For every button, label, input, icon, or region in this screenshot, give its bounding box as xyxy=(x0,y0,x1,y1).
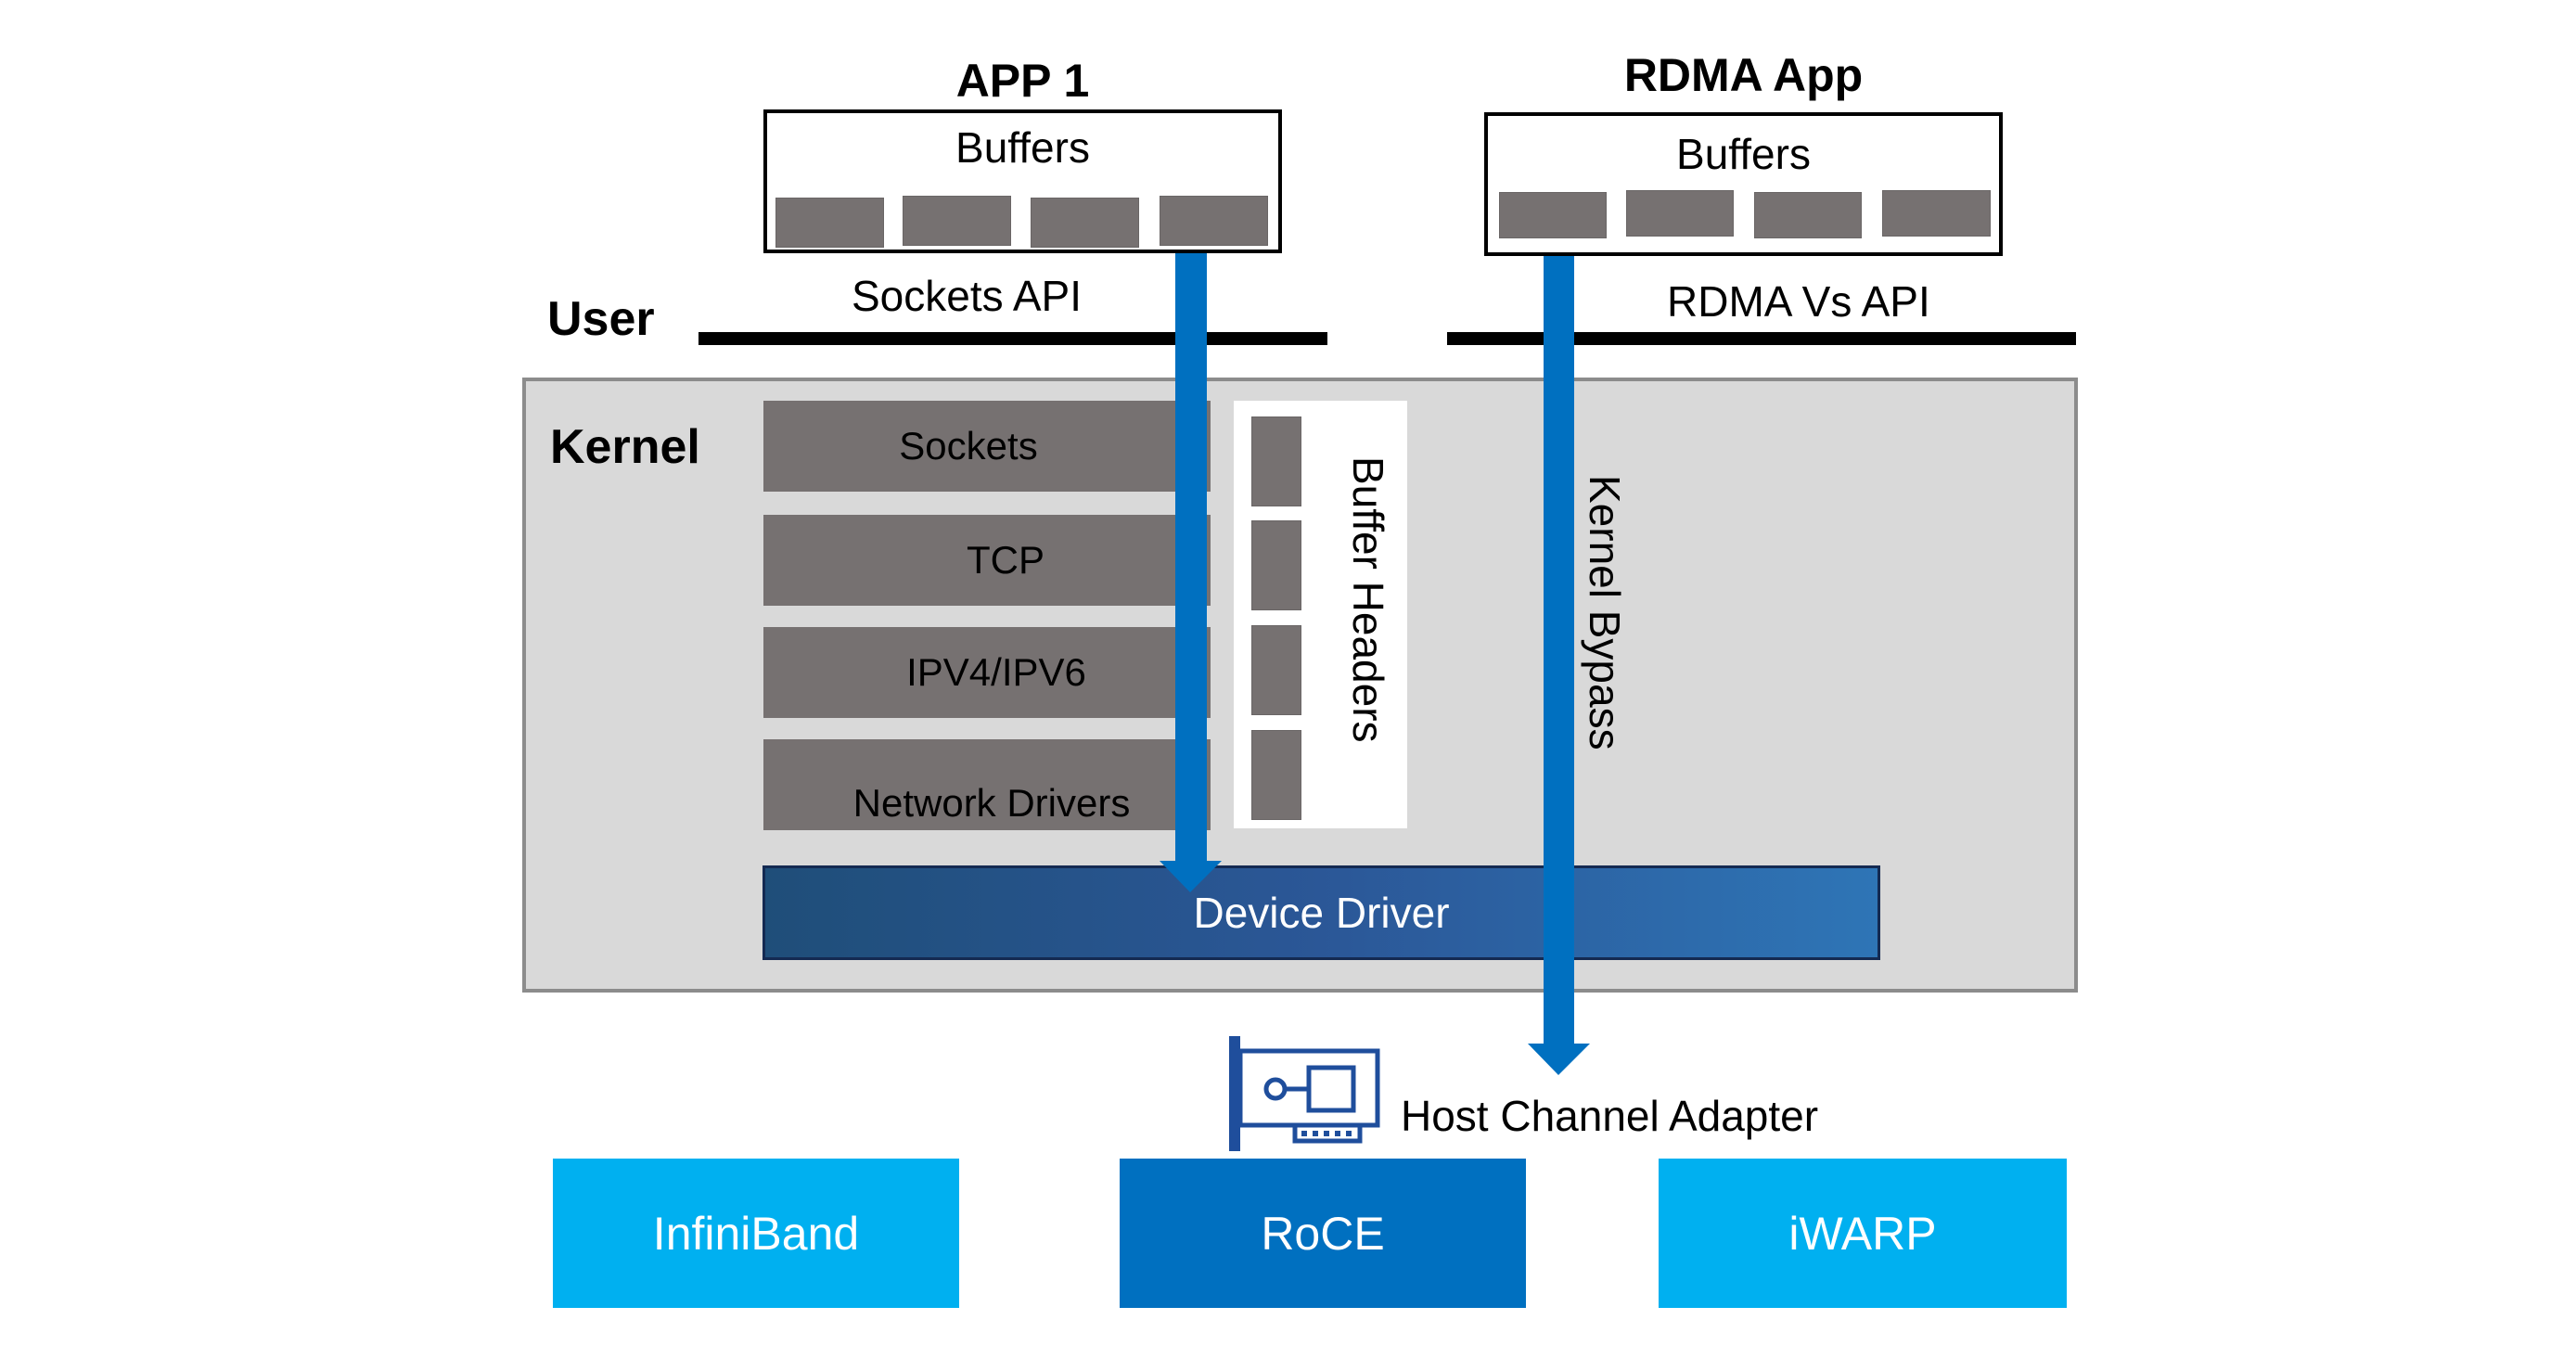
sockets-api-label: Sockets API xyxy=(852,272,1083,320)
rdma-buffer-block xyxy=(1626,190,1734,237)
rdma-api-label: RDMA Vs API xyxy=(1667,277,1930,326)
sockets-arrow-head xyxy=(1160,861,1222,892)
device-driver-bar: Device Driver xyxy=(763,865,1880,960)
tech-roce: RoCE xyxy=(1120,1159,1526,1308)
kernel-bypass-label: Kernel Bypass xyxy=(1581,475,1629,750)
buffer-headers-label: Buffer Headers xyxy=(1344,456,1392,743)
rdma-buffers-label: Buffers xyxy=(1676,130,1811,178)
layer-sockets: Sockets xyxy=(763,401,1211,492)
app1-buffer-block xyxy=(1160,196,1268,246)
kernel-label: Kernel xyxy=(550,420,700,474)
app1-buffers-label: Buffers xyxy=(955,123,1090,172)
user-label: User xyxy=(547,292,655,346)
nic-card-icon xyxy=(1229,1036,1380,1151)
buffer-header-block xyxy=(1251,520,1301,610)
rdma-app-title: RDMA App xyxy=(1623,49,1864,101)
kernel-bypass-arrow xyxy=(1528,256,1590,1075)
rdma-buffer-block xyxy=(1882,190,1991,237)
sockets-arrow-shaft xyxy=(1175,253,1207,863)
tech-infiniband: InfiniBand xyxy=(553,1159,959,1308)
buffer-headers-box: Buffer Headers xyxy=(1234,401,1407,828)
hca-label: Host Channel Adapter xyxy=(1401,1092,1819,1140)
layer-sockets-label: Sockets xyxy=(899,424,1038,468)
layer-ip: IPV4/IPV6 xyxy=(763,627,1211,718)
layer-tcp: TCP xyxy=(763,515,1211,606)
layer-network-drivers: Network Drivers xyxy=(763,739,1211,830)
buffer-header-block xyxy=(1251,416,1301,506)
sockets-path-arrow xyxy=(1160,253,1222,892)
user-kernel-boundary-right xyxy=(1447,332,2076,345)
app1-buffers-box: Buffers xyxy=(763,109,1282,253)
tech-iwarp-label: iWARP xyxy=(1788,1207,1937,1260)
app1-title: APP 1 xyxy=(955,55,1090,107)
layer-network-drivers-label: Network Drivers xyxy=(852,781,1131,825)
bypass-arrow-shaft xyxy=(1544,256,1574,1045)
user-kernel-boundary-left xyxy=(698,332,1327,345)
app1-buffer-block xyxy=(775,198,884,248)
app1-buffer-block xyxy=(903,196,1011,246)
tech-roce-label: RoCE xyxy=(1261,1207,1385,1260)
buffer-header-block xyxy=(1251,730,1301,820)
app1-buffer-block xyxy=(1031,198,1139,248)
bypass-arrow-head xyxy=(1528,1044,1590,1075)
tech-iwarp: iWARP xyxy=(1659,1159,2067,1308)
layer-tcp-label: TCP xyxy=(967,538,1044,582)
layer-ip-label: IPV4/IPV6 xyxy=(906,650,1086,694)
rdma-buffer-block xyxy=(1754,192,1862,238)
rdma-app-buffers-box: Buffers xyxy=(1484,112,2003,256)
tech-infiniband-label: InfiniBand xyxy=(652,1207,860,1260)
buffer-header-block xyxy=(1251,625,1301,715)
device-driver-label: Device Driver xyxy=(1193,889,1450,937)
rdma-buffer-block xyxy=(1499,192,1607,238)
